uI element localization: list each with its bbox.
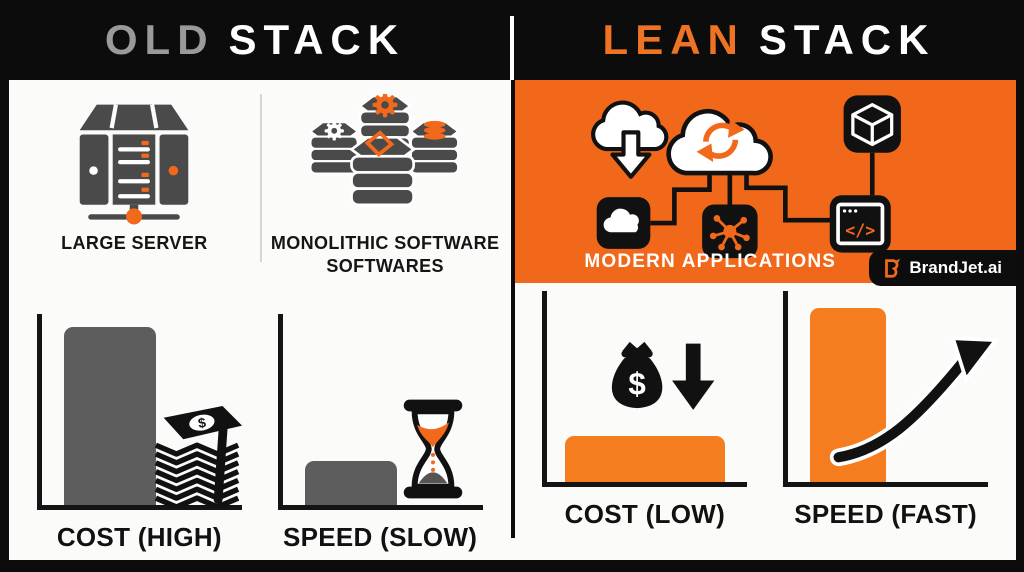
arrow-down-icon bbox=[672, 344, 715, 411]
cost-high-chart: $ COST (HIGH) bbox=[19, 314, 260, 560]
header-divider bbox=[510, 16, 514, 80]
brandjet-logo-icon bbox=[885, 258, 901, 278]
cloud-sync-icon bbox=[666, 108, 774, 176]
cost-high-label: COST (HIGH) bbox=[56, 522, 222, 552]
server-icon bbox=[80, 104, 189, 225]
speed-fast-label: SPEED (FAST) bbox=[794, 499, 977, 529]
svg-text:$: $ bbox=[197, 415, 207, 431]
lean-stack-panel: </> MODERN APPLICATIONS BrandJet.ai bbox=[514, 80, 1017, 560]
speed-fast-chart: SPEED (FAST) bbox=[765, 291, 1006, 560]
monolith-hexagon-stack-icon bbox=[309, 94, 460, 207]
lean-stack-word: STACK bbox=[758, 16, 936, 63]
large-server-label: LARGE SERVER bbox=[61, 233, 208, 253]
brandjet-badge[interactable]: BrandJet.ai bbox=[869, 250, 1016, 286]
lean-stack-charts-row: $ COST (LOW) bbox=[515, 283, 1017, 560]
monolith-label: MONOLITHIC SOFTWARE SOFTWARES bbox=[270, 233, 500, 276]
old-stack-panel: LARGE SERVER bbox=[9, 80, 511, 560]
body: LARGE SERVER bbox=[9, 80, 1016, 560]
cloud-download-icon bbox=[591, 100, 669, 179]
speed-slow-plot bbox=[277, 314, 483, 510]
cost-low-label: COST (LOW) bbox=[564, 499, 726, 529]
svg-text:$: $ bbox=[629, 367, 646, 402]
modern-applications-diagram: </> bbox=[591, 95, 902, 259]
diamond-icon bbox=[364, 130, 395, 157]
money-bag-icon: $ bbox=[612, 342, 663, 409]
header-old-stack: OLD STACK bbox=[0, 0, 510, 80]
old-stack-icons-row: LARGE SERVER bbox=[9, 80, 511, 286]
old-stack-word: STACK bbox=[228, 16, 406, 63]
modern-applications-label: MODERN APPLICATIONS bbox=[584, 251, 837, 272]
modern-applications-panel: </> MODERN APPLICATIONS BrandJet.ai bbox=[514, 80, 1016, 286]
header-bar: OLD STACK LEAN STACK bbox=[0, 0, 1024, 80]
cost-low-plot: $ bbox=[542, 291, 748, 487]
speed-slow-bar bbox=[304, 461, 397, 505]
database-disks-icon bbox=[424, 120, 446, 140]
cost-low-bar bbox=[565, 436, 726, 482]
lean-word: LEAN bbox=[602, 16, 745, 63]
large-server-cell: LARGE SERVER bbox=[9, 80, 260, 286]
gear-icon bbox=[324, 121, 345, 141]
cube-icon bbox=[843, 95, 902, 153]
cost-high-plot: $ bbox=[36, 314, 242, 510]
cloud-tile-icon bbox=[596, 197, 651, 249]
code-window-icon: </> bbox=[829, 195, 892, 253]
old-stack-charts-row: $ COST (HIGH) bbox=[9, 286, 511, 560]
monolith-cell: MONOLITHIC SOFTWARE SOFTWARES bbox=[260, 80, 511, 286]
speed-fast-plot bbox=[783, 291, 1000, 487]
money-stack-icon: $ bbox=[154, 405, 242, 508]
money-bag-arrow-down-icon: $ bbox=[612, 342, 715, 411]
hourglass-icon bbox=[403, 399, 462, 499]
old-word: OLD bbox=[104, 16, 215, 63]
center-divider bbox=[510, 80, 515, 538]
growth-arrow-icon bbox=[829, 336, 1000, 467]
icon-cell-divider bbox=[259, 94, 262, 262]
network-hub-icon bbox=[702, 204, 758, 259]
speed-slow-chart: SPEED (SLOW) bbox=[260, 314, 501, 560]
connector-lines bbox=[650, 152, 875, 226]
cost-high-bar bbox=[63, 327, 156, 505]
header-lean-stack: LEAN STACK bbox=[514, 0, 1024, 80]
brandjet-badge-text: BrandJet.ai bbox=[909, 258, 1002, 277]
speed-slow-label: SPEED (SLOW) bbox=[282, 522, 478, 552]
svg-text:</>: </> bbox=[845, 221, 875, 240]
cost-low-chart: $ COST (LOW) bbox=[525, 291, 766, 560]
